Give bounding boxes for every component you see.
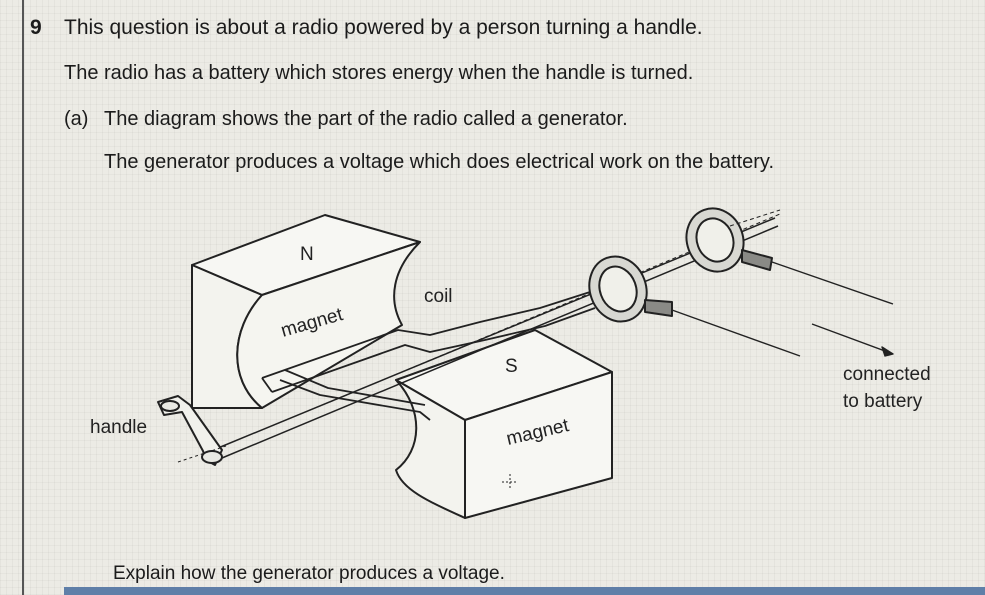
part-text: The diagram shows the part of the radio …	[104, 108, 628, 130]
label-handle: handle	[90, 417, 147, 438]
label-connected: connected	[843, 364, 931, 385]
explain-prompt: Explain how the generator produces a vol…	[113, 563, 505, 584]
label-coil: coil	[424, 286, 453, 307]
label-to-battery: to battery	[843, 391, 923, 412]
crosshair-mark	[502, 474, 518, 490]
slip-ring-far	[685, 207, 745, 273]
generator-text: The generator produces a voltage which d…	[104, 151, 774, 173]
coil	[261, 291, 596, 421]
question-line2: The radio has a battery which stores ene…	[64, 62, 694, 84]
part-label: (a)	[64, 108, 89, 130]
label-north: N	[300, 244, 314, 265]
answer-area-edge	[64, 587, 985, 595]
brushes	[644, 249, 773, 317]
question-number: 9	[30, 16, 42, 39]
label-south: S	[505, 356, 518, 377]
north-magnet	[191, 214, 421, 409]
question-intro: This question is about a radio powered b…	[64, 16, 703, 39]
slip-ring-near	[588, 255, 648, 323]
crank-handle	[157, 395, 227, 466]
margin-line	[22, 0, 24, 595]
south-magnet	[395, 329, 613, 519]
battery-wires	[671, 261, 894, 357]
